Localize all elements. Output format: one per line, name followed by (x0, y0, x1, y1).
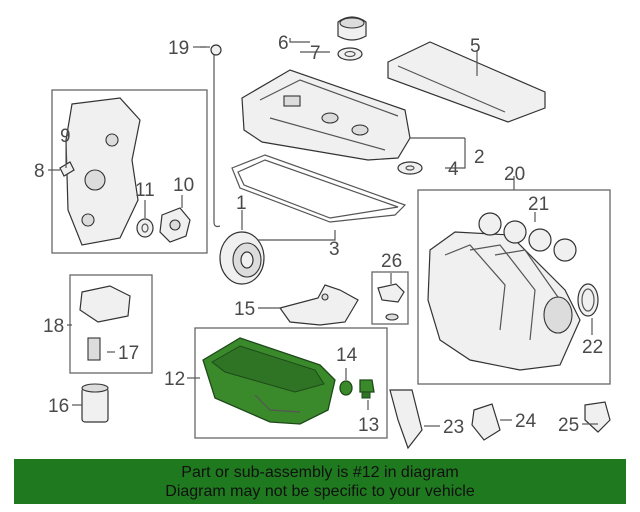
callout-19: 19 (168, 38, 189, 59)
cap-seal[interactable] (337, 47, 363, 61)
manifold-gaskets[interactable] (478, 212, 577, 262)
valve-cover-gasket[interactable] (231, 154, 407, 223)
callout-8: 8 (34, 161, 45, 182)
callout-13: 13 (358, 415, 379, 436)
callout-6: 6 (278, 33, 289, 54)
oil-filler-cap[interactable] (337, 16, 367, 41)
callout-14: 14 (336, 345, 358, 366)
sensor-26[interactable] (377, 283, 405, 321)
callout-23: 23 (443, 417, 464, 438)
part-10[interactable] (159, 207, 191, 243)
banner-line-2: Diagram may not be specific to your vehi… (165, 483, 475, 500)
engine-cover[interactable] (387, 41, 546, 123)
callout-16: 16 (48, 396, 69, 417)
callout-20: 20 (504, 164, 525, 185)
bracket-25[interactable] (584, 401, 611, 433)
banner-line-1: Part or sub-assembly is #12 in diagram (181, 464, 459, 481)
callout-1: 1 (236, 193, 247, 214)
callout-9: 9 (60, 126, 71, 147)
drain-bolt-13[interactable] (359, 379, 375, 399)
callout-3: 3 (329, 239, 340, 260)
info-banner: Part or sub-assembly is #12 in diagram D… (14, 459, 626, 504)
sensor-box (371, 271, 409, 325)
callout-15: 15 (234, 299, 255, 320)
oil-filter[interactable] (81, 383, 109, 423)
callout-4: 4 (448, 159, 459, 180)
breather-box (69, 274, 153, 374)
timing-cover-box (51, 89, 208, 254)
seal-11[interactable] (136, 218, 154, 238)
throttle-gasket-22[interactable] (577, 283, 599, 317)
dipstick[interactable] (200, 44, 222, 228)
callout-18: 18 (43, 316, 64, 337)
timing-chain-cover[interactable] (65, 97, 141, 246)
bracket-23[interactable] (389, 389, 423, 450)
callout-2: 2 (474, 147, 485, 168)
intake-manifold[interactable] (427, 231, 581, 371)
callout-26: 26 (381, 251, 402, 272)
callout-10: 10 (173, 175, 194, 196)
crank-pulley[interactable] (219, 231, 265, 285)
callout-11: 11 (135, 180, 155, 201)
callout-5: 5 (470, 36, 481, 57)
oil-pan[interactable] (202, 337, 336, 425)
bracket-15[interactable] (279, 284, 359, 326)
oil-pan-box (194, 327, 388, 439)
bracket-24[interactable] (471, 403, 501, 441)
callout-7: 7 (310, 43, 321, 64)
callout-21: 21 (528, 194, 549, 215)
washer-4[interactable] (397, 161, 423, 175)
callout-25: 25 (558, 415, 579, 436)
callout-22: 22 (582, 337, 603, 358)
callout-17: 17 (118, 343, 139, 364)
breather-18[interactable] (79, 285, 131, 361)
callout-24: 24 (515, 411, 537, 432)
washer-14[interactable] (339, 380, 353, 396)
callout-12: 12 (164, 369, 185, 390)
valve-cover[interactable] (241, 69, 411, 161)
parts-diagram: 19 6 7 5 2 4 1 3 9 8 11 10 15 26 18 17 1… (34, 16, 611, 450)
sensor-9[interactable] (59, 161, 75, 177)
